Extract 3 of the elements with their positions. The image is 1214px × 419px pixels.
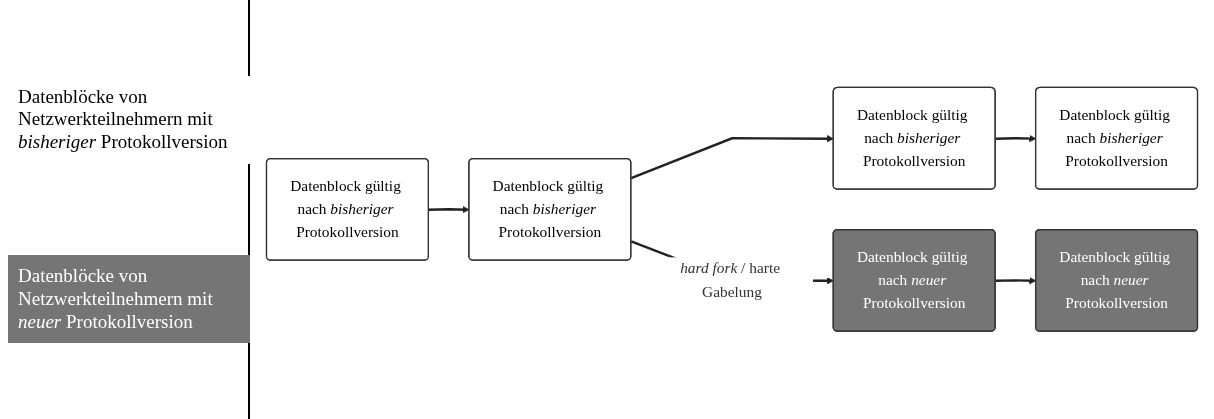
edge-label: hard fork / harte Gabelung — [680, 259, 780, 300]
arrow — [630, 135, 834, 180]
legend-entry: Datenblöcke von Netzwerkteilnehmern mit neuer Protokollversion — [8, 255, 250, 344]
